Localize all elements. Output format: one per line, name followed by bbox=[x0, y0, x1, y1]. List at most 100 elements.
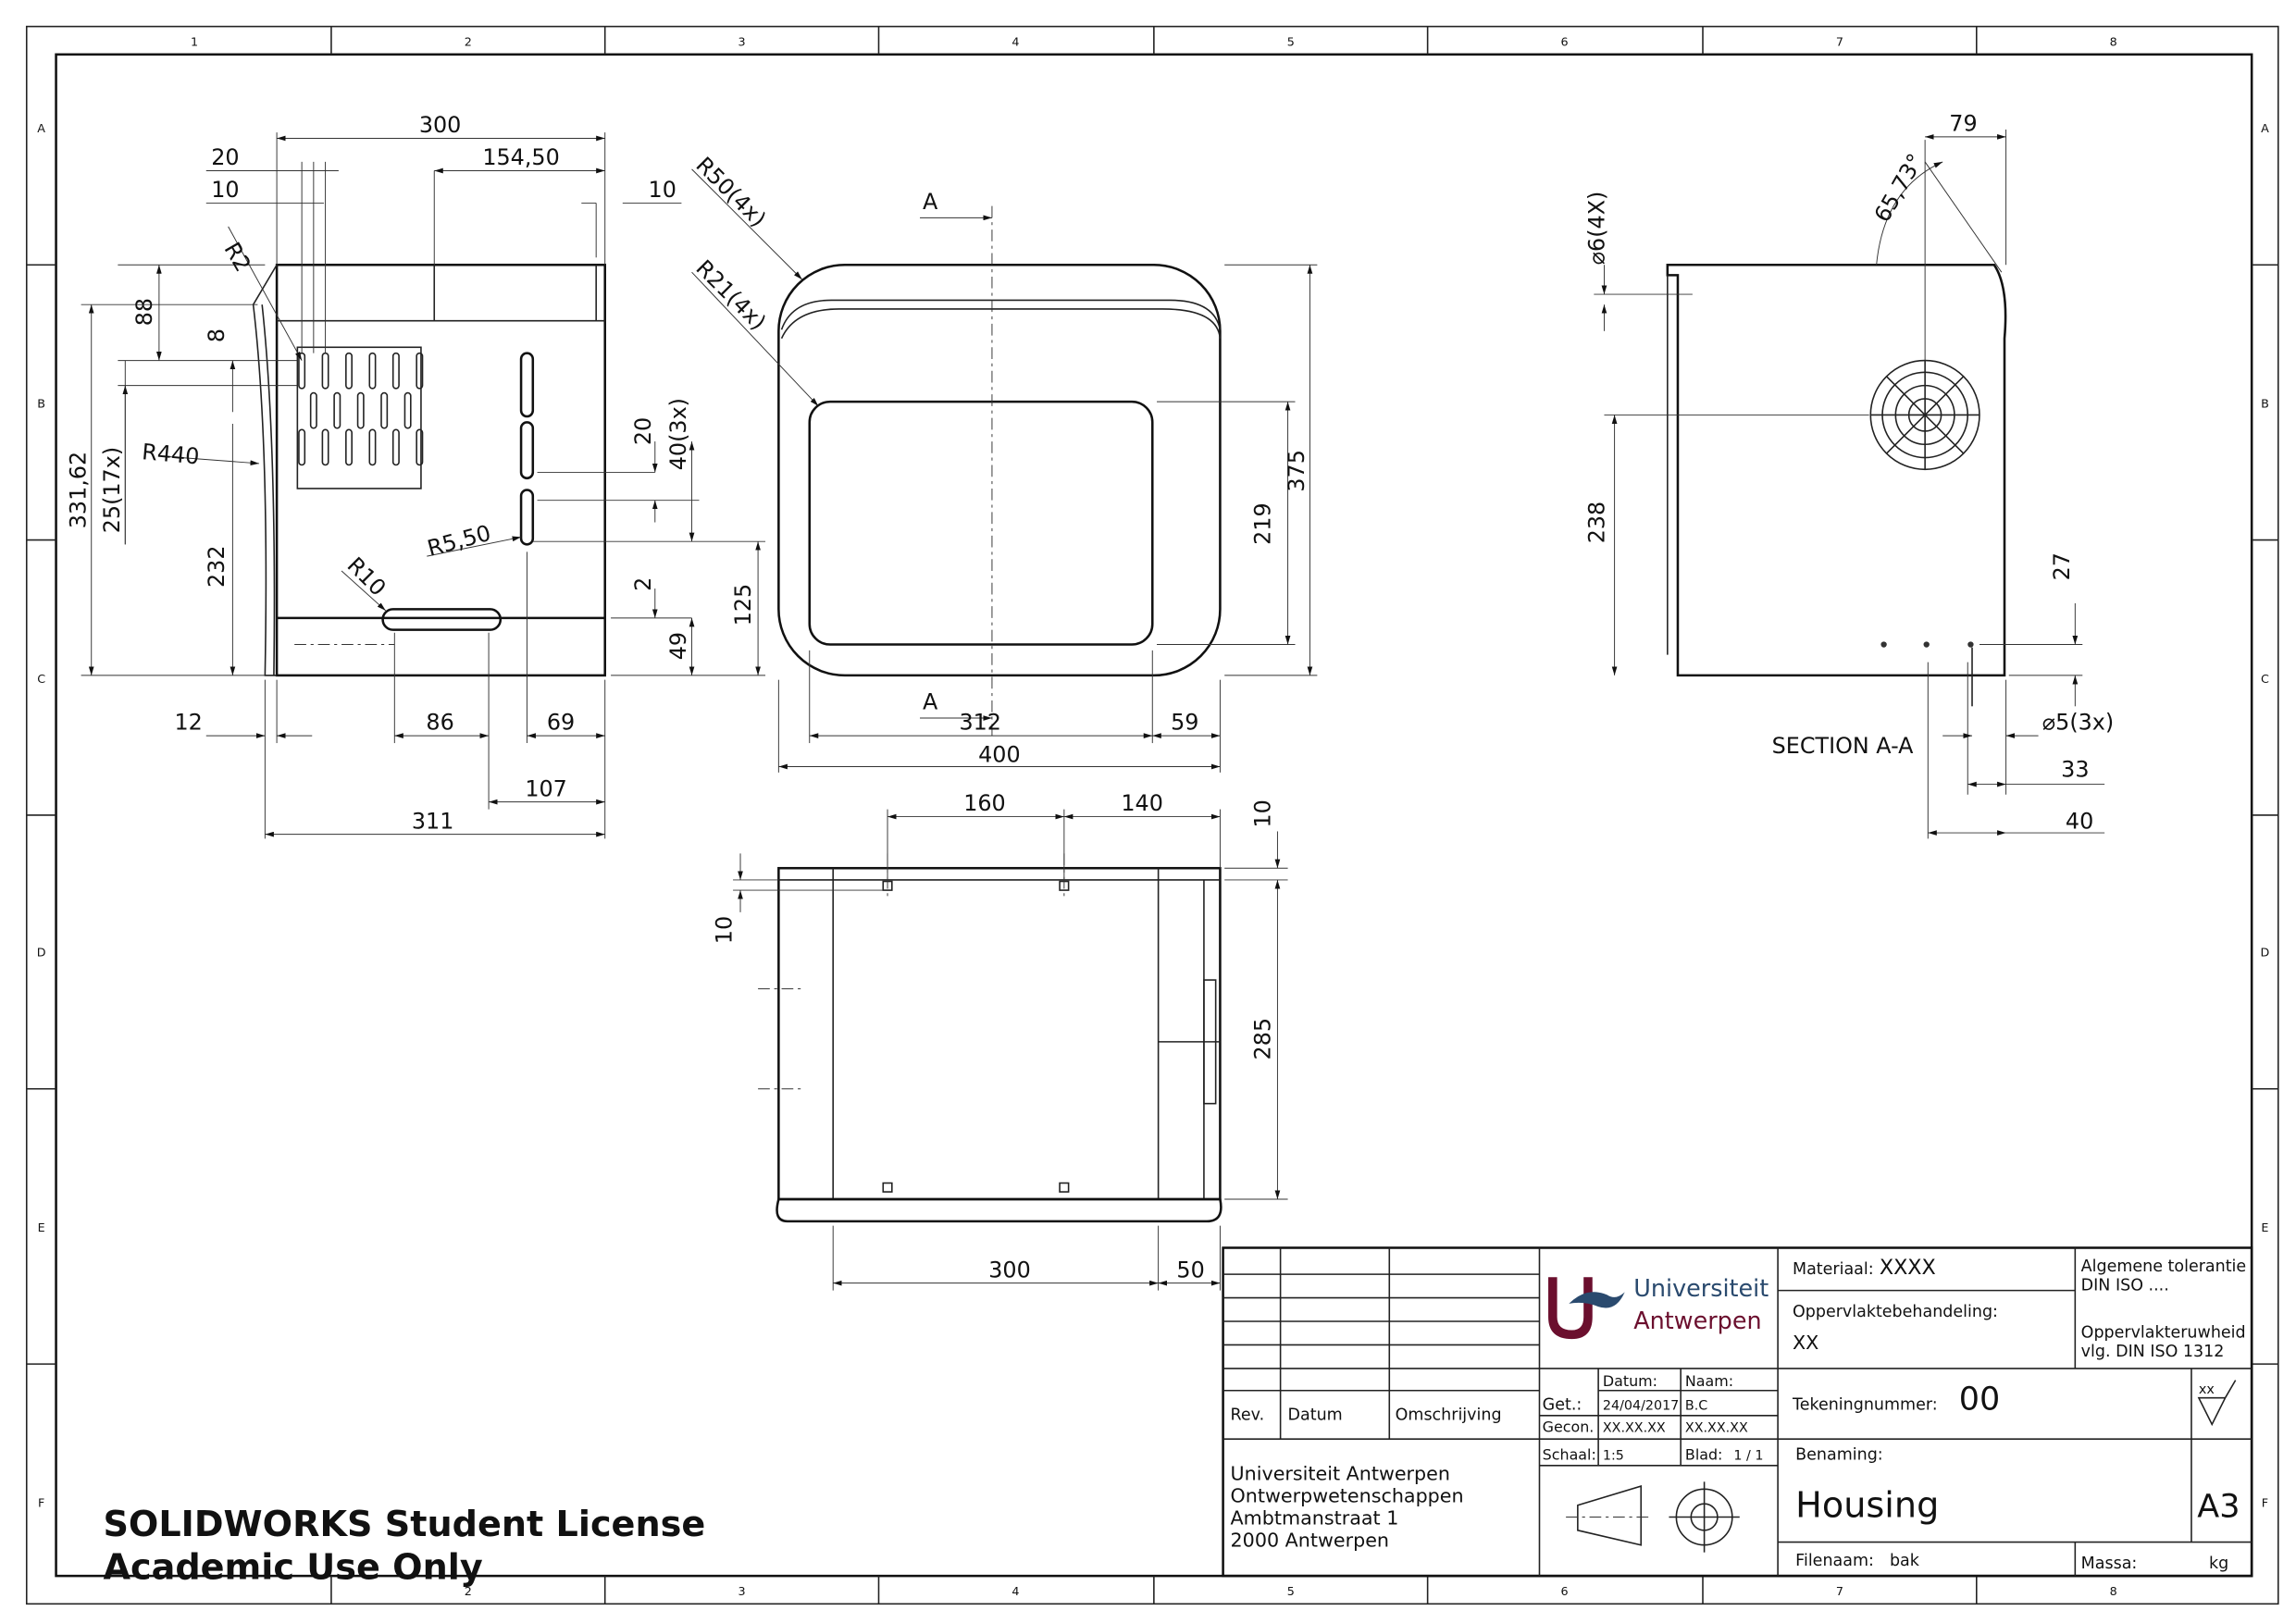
omschrijving-header: Omschrijving bbox=[1396, 1406, 1502, 1425]
dim-r21: R21(4x) bbox=[690, 254, 771, 335]
dim-8: 8 bbox=[204, 328, 230, 342]
dim-49: 49 bbox=[665, 632, 691, 660]
dim-125: 125 bbox=[730, 584, 756, 626]
vent-slot bbox=[391, 352, 400, 390]
dim-10-left: 10 bbox=[711, 916, 737, 944]
dim-12: 12 bbox=[175, 710, 203, 736]
vent-slot bbox=[368, 428, 377, 466]
column-marker: 3 bbox=[738, 34, 746, 48]
dim-300: 300 bbox=[419, 112, 462, 138]
section-marker-top: A bbox=[923, 189, 938, 215]
dim-r10: R10 bbox=[342, 552, 391, 601]
filenaam-label: Filenaam: bbox=[1795, 1552, 1874, 1570]
address-line: Universiteit Antwerpen bbox=[1231, 1463, 1450, 1485]
section-marker-bottom: A bbox=[923, 688, 938, 714]
dim-40-3x: 40(3x) bbox=[665, 398, 691, 470]
dim-312: 312 bbox=[959, 710, 1001, 736]
address-line: Ontwerpwetenschappen bbox=[1231, 1485, 1464, 1507]
section-a-a-view: 79 65,73° ⌀6(4X) 238 27 ⌀5(3x) SECTION A… bbox=[1583, 111, 2114, 839]
vent-slot bbox=[416, 352, 424, 390]
dim-angle: 65,73° bbox=[1869, 149, 1929, 226]
vent-slot bbox=[380, 391, 389, 429]
gecon-label: Gecon. bbox=[1543, 1418, 1595, 1435]
dim-r440: R440 bbox=[141, 439, 200, 469]
datum-header: Datum bbox=[1288, 1406, 1343, 1425]
vent-slot bbox=[298, 352, 306, 390]
row-marker: C bbox=[2261, 672, 2269, 686]
dim-140: 140 bbox=[1121, 790, 1163, 816]
dim-232: 232 bbox=[204, 545, 230, 588]
roughness-symbol-text: xx bbox=[2199, 1382, 2215, 1397]
address-line: 2000 Antwerpen bbox=[1231, 1529, 1389, 1551]
sheet-format: A3 bbox=[2197, 1489, 2240, 1526]
naam-col-header: Naam: bbox=[1685, 1372, 1733, 1390]
dim-33: 33 bbox=[2061, 757, 2089, 783]
massa-unit: kg bbox=[2209, 1555, 2228, 1573]
column-marker: 4 bbox=[1011, 34, 1019, 48]
license-watermark: SOLIDWORKS Student License Academic Use … bbox=[103, 1504, 705, 1587]
rear-view: A A R50(4x) R21(4x) 312 59 400 219 375 bbox=[690, 152, 1318, 773]
get-datum: 24/04/2017 bbox=[1603, 1398, 1679, 1413]
get-naam: B.C bbox=[1685, 1398, 1707, 1413]
row-marker: F bbox=[38, 1495, 44, 1509]
ruwheid-line1: Oppervlakteruwheid bbox=[2081, 1323, 2246, 1342]
column-marker: 5 bbox=[1287, 1584, 1295, 1598]
dim-400: 400 bbox=[978, 742, 1021, 768]
dim-25-17x: 25(17x) bbox=[99, 447, 125, 533]
dim-40: 40 bbox=[2066, 808, 2093, 834]
materiaal-value: XXXX bbox=[1880, 1256, 1936, 1280]
dim-69: 69 bbox=[547, 710, 575, 736]
vent-slot bbox=[309, 391, 317, 429]
watermark-line2: Academic Use Only bbox=[103, 1546, 482, 1587]
logo-line1: Universiteit bbox=[1633, 1274, 1769, 1302]
vent-slot bbox=[345, 428, 353, 466]
benaming-value: Housing bbox=[1795, 1485, 1939, 1526]
row-marker: B bbox=[2261, 396, 2269, 410]
dim-154-50: 154,50 bbox=[482, 144, 559, 170]
benaming-label: Benaming: bbox=[1795, 1445, 1883, 1464]
column-marker: 4 bbox=[1011, 1584, 1019, 1598]
dim-311: 311 bbox=[412, 808, 454, 834]
row-marker: A bbox=[37, 121, 45, 135]
address-line: Ambtmanstraat 1 bbox=[1231, 1506, 1399, 1529]
row-marker: B bbox=[37, 396, 45, 410]
projection-symbol-icon bbox=[1566, 1481, 1740, 1553]
column-marker: 6 bbox=[1560, 1584, 1568, 1598]
dim-285: 285 bbox=[1249, 1018, 1275, 1060]
oppervlakte-value: XX bbox=[1793, 1332, 1818, 1354]
vent-slot bbox=[356, 391, 365, 429]
schaal-value: 1:5 bbox=[1603, 1448, 1624, 1463]
column-marker: 2 bbox=[465, 34, 472, 48]
dim-59: 59 bbox=[1171, 710, 1198, 736]
row-marker: F bbox=[2262, 1495, 2268, 1509]
university-logo: Universiteit Antwerpen bbox=[1548, 1274, 1769, 1340]
dim-107: 107 bbox=[525, 775, 567, 801]
filenaam-value: bak bbox=[1890, 1552, 1920, 1570]
vent-slot bbox=[298, 428, 306, 466]
dim-r50: R50(4x) bbox=[690, 152, 771, 232]
column-marker: 5 bbox=[1287, 34, 1295, 48]
gecon-datum: XX.XX.XX bbox=[1603, 1420, 1666, 1435]
dim-10-right: 10 bbox=[649, 177, 676, 203]
get-label: Get.: bbox=[1543, 1395, 1582, 1414]
vent-slot bbox=[416, 428, 424, 466]
dim-r2: R2 bbox=[219, 238, 256, 276]
dim-20-slot: 20 bbox=[630, 417, 656, 445]
schaal-label: Schaal: bbox=[1543, 1445, 1596, 1463]
logo-line2: Antwerpen bbox=[1633, 1307, 1761, 1334]
row-marker: D bbox=[37, 946, 46, 960]
title-block: Universiteit Antwerpen Rev. Datum Omschr… bbox=[1222, 1246, 2253, 1578]
tekeningnummer-label: Tekeningnummer: bbox=[1792, 1395, 1938, 1414]
column-marker: 7 bbox=[1836, 34, 1843, 48]
section-label: SECTION A-A bbox=[1772, 733, 1914, 759]
blad-label: Blad: bbox=[1685, 1445, 1723, 1463]
dim-dia6: ⌀6(4X) bbox=[1583, 192, 1609, 266]
dim-375: 375 bbox=[1284, 450, 1309, 492]
tolerantie-line1: Algemene tolerantie bbox=[2081, 1258, 2246, 1276]
datum-col-header: Datum: bbox=[1603, 1372, 1657, 1390]
dim-88: 88 bbox=[131, 298, 157, 326]
vent-slot bbox=[333, 391, 341, 429]
column-marker: 7 bbox=[1836, 1584, 1843, 1598]
row-marker: C bbox=[37, 672, 45, 686]
